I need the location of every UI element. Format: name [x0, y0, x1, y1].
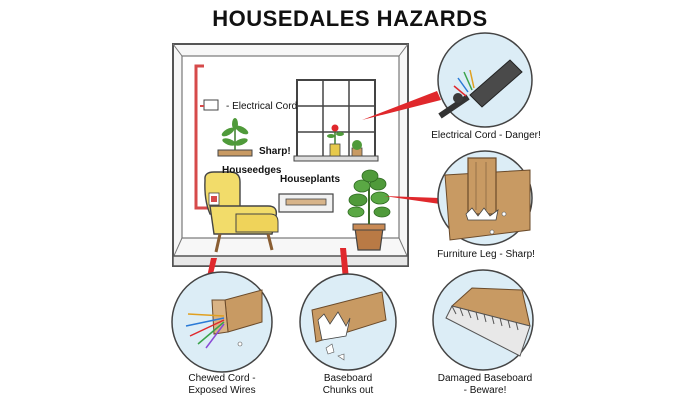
shelf-plant: [217, 118, 253, 157]
pointer-electrical: [362, 91, 441, 120]
caption-chewed-cord-line1: Chewed Cord -: [188, 373, 256, 384]
wall-shelf: [278, 193, 334, 213]
caption-chewed-cord-line2: Exposed Wires: [188, 385, 256, 396]
callout-electrical-cord: [437, 32, 533, 128]
label-sharp: Sharp!: [259, 146, 291, 157]
caption-damaged-line1: Damaged Baseboard: [437, 373, 533, 384]
caption-damaged-baseboard: Damaged Baseboard - Beware!: [430, 373, 540, 397]
window: [293, 79, 379, 162]
caption-furniture-leg: Furniture Leg - Sharp!: [437, 249, 535, 260]
caption-baseboard: Baseboard Chunks out: [298, 373, 398, 397]
callout-chewed-cord: [171, 271, 273, 373]
callout-furniture-leg: [437, 150, 533, 246]
caption-chewed-cord: Chewed Cord - Exposed Wires: [172, 373, 272, 397]
callout-baseboard: [299, 273, 397, 371]
caption-baseboard-line1: Baseboard: [323, 373, 373, 384]
label-houseedges: Houseedges: [222, 165, 282, 176]
caption-electrical-cord-danger: Electrical Cord - Danger!: [431, 130, 541, 141]
pointer-furniture-leg: [384, 196, 440, 204]
diagram-title: HOUSEDALES HAZARDS: [212, 6, 488, 31]
label-houseplants: Houseplants: [280, 174, 341, 185]
callout-damaged-baseboard: [432, 269, 534, 371]
armchair: [204, 171, 279, 253]
electrical-cord: [194, 64, 219, 210]
caption-damaged-line2: - Beware!: [463, 385, 507, 396]
caption-baseboard-line2: Chunks out: [322, 385, 374, 396]
label-electrical-cord: - Electrical Cord: [226, 101, 298, 112]
potted-plant: [347, 169, 391, 251]
